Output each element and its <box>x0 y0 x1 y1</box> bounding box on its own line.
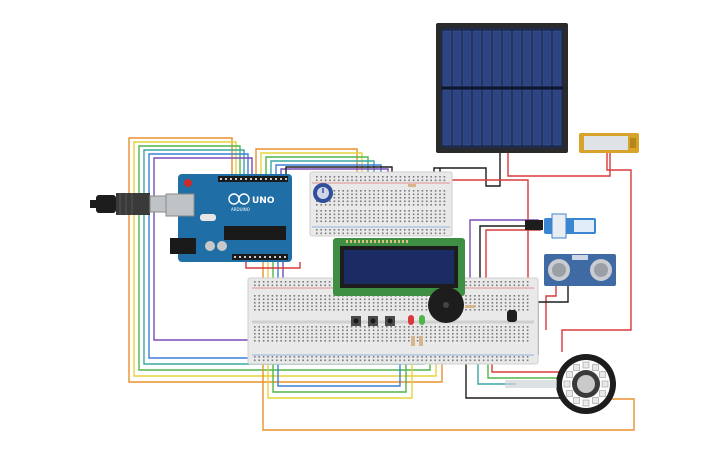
ring-leds <box>563 361 609 407</box>
neopixel-ring[interactable] <box>505 354 616 414</box>
wire-bundle-left <box>128 137 443 383</box>
piezo-buzzer[interactable] <box>428 287 464 323</box>
upper-breadboard[interactable] <box>309 171 453 237</box>
wire-orange-bottom <box>262 262 635 431</box>
solar-cells <box>442 30 562 146</box>
wire-red-solar <box>507 152 611 177</box>
atmega-chip <box>224 226 286 240</box>
wire-green-1 <box>138 145 431 371</box>
usb-cable <box>90 193 167 215</box>
usb-port <box>165 193 195 217</box>
battery[interactable] <box>579 133 639 153</box>
upper-breadboard-holes <box>316 176 446 235</box>
arduino-model-text: ARDUINO <box>231 207 250 212</box>
lcd-pins <box>346 240 408 243</box>
arduino-infinity-icon <box>228 193 250 205</box>
wire-yellow-1 <box>133 141 437 377</box>
wire-orange-outer <box>128 137 443 383</box>
temperature-sensor[interactable] <box>507 310 517 322</box>
ultrasonic-sensor[interactable] <box>544 254 616 286</box>
lcd-display[interactable] <box>333 238 465 296</box>
wire-red-battery <box>561 152 632 352</box>
digital-header <box>218 176 288 182</box>
reset-button <box>184 179 192 187</box>
wire-red-ultra <box>545 286 557 330</box>
servo-motor[interactable] <box>525 213 596 239</box>
wire-red-arduino <box>245 262 301 269</box>
potentiometer[interactable] <box>313 183 333 203</box>
wire-red-servo <box>485 228 541 286</box>
solar-panel[interactable] <box>436 23 568 153</box>
resistors <box>408 184 475 346</box>
arduino-logo-text: UNO <box>252 196 275 206</box>
arduino-uno[interactable]: UNO ARDUINO <box>165 174 292 262</box>
arduino-pins <box>220 178 287 258</box>
push-buttons[interactable] <box>351 316 395 326</box>
power-jack <box>170 238 196 254</box>
wire-black-servo <box>479 225 540 286</box>
leds[interactable] <box>408 315 425 325</box>
